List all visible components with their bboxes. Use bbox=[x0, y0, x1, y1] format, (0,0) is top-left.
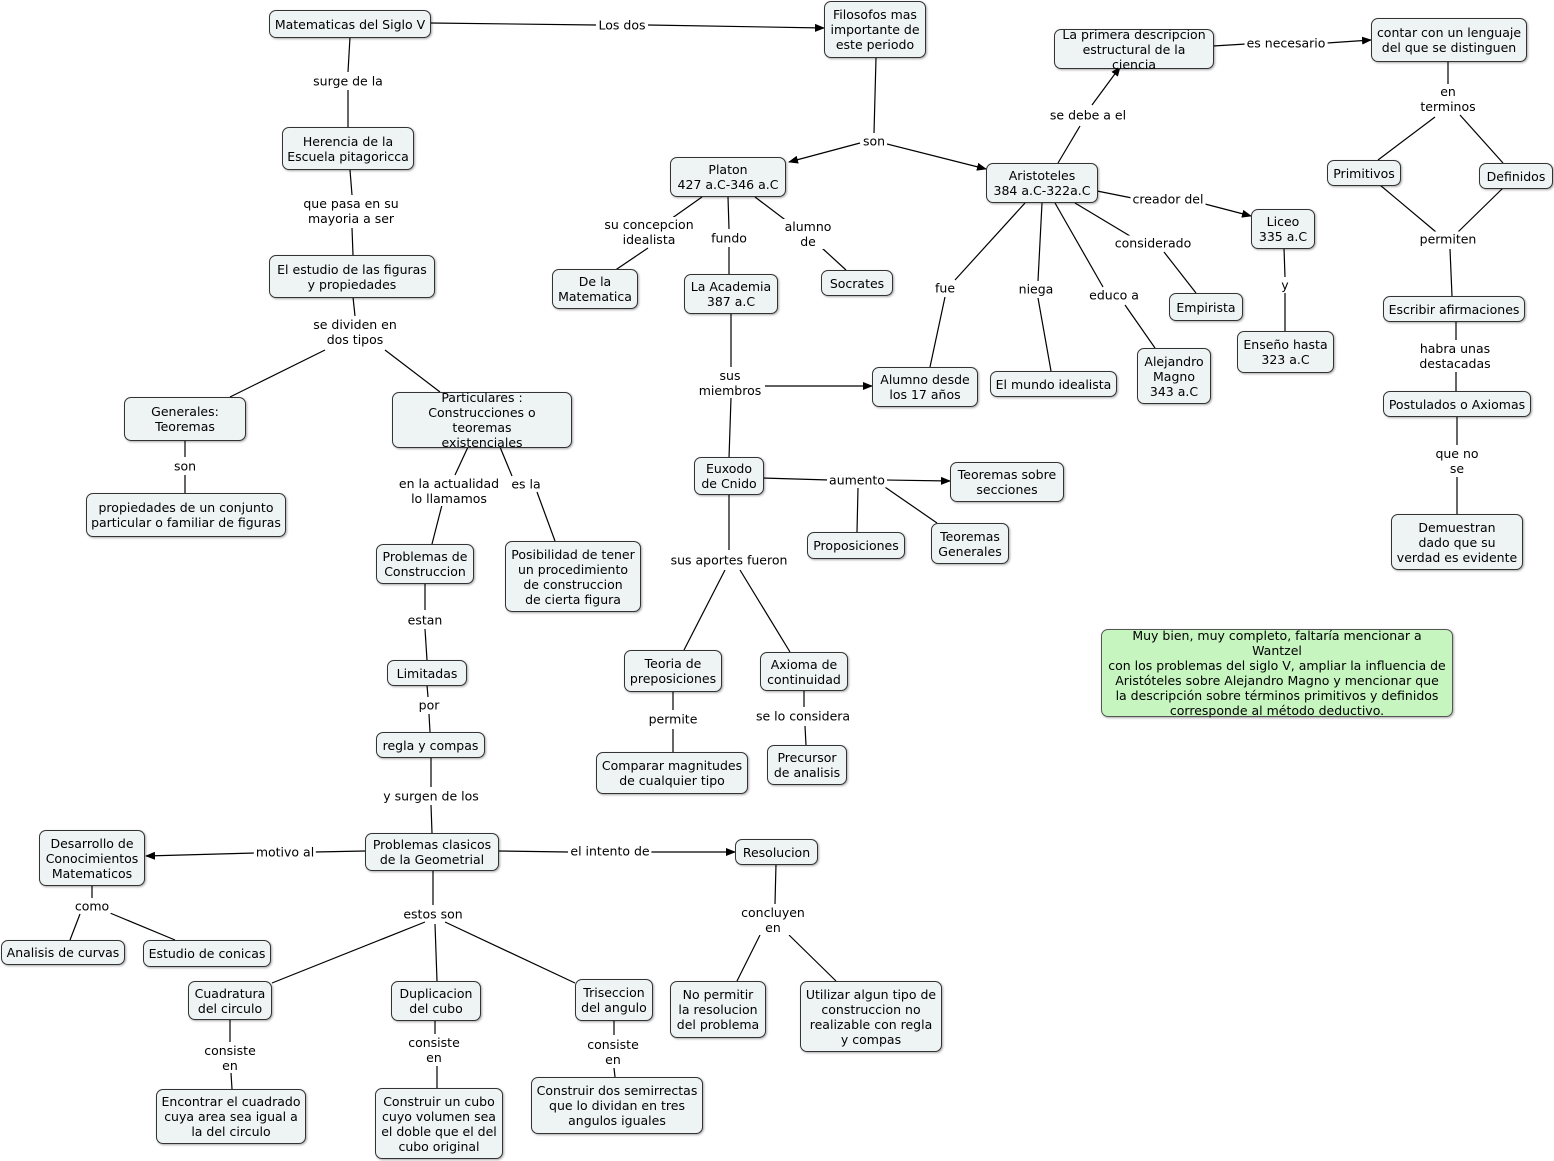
link-en-la-actualidad: en la actualidad lo llamamos bbox=[396, 476, 502, 506]
link-por: por bbox=[416, 697, 442, 713]
link-y-surgen: y surgen de los bbox=[381, 788, 481, 804]
link-estan: estan bbox=[405, 612, 445, 628]
concept-matematicas-siglo-v[interactable]: Matematicas del Siglo V bbox=[269, 10, 431, 38]
concept-mundo-idealista[interactable]: El mundo idealista bbox=[990, 371, 1117, 397]
concept-no-permitir[interactable]: No permitir la resolucion del problema bbox=[670, 981, 766, 1038]
concept-liceo[interactable]: Liceo 335 a.C bbox=[1251, 209, 1315, 249]
concept-semirrectas[interactable]: Construir dos semirrectas que lo dividan… bbox=[531, 1077, 703, 1134]
concept-demuestran[interactable]: Demuestran dado que su verdad es evident… bbox=[1391, 514, 1523, 570]
concept-proposiciones[interactable]: Proposiciones bbox=[807, 532, 905, 559]
link-consiste-en-1: consiste en bbox=[202, 1043, 258, 1073]
concept-euxodo[interactable]: Euxodo de Cnido bbox=[694, 457, 764, 495]
link-que-no-se: que no se bbox=[1433, 446, 1481, 476]
link-los-dos: Los dos bbox=[596, 17, 648, 33]
concept-estudio-conicas[interactable]: Estudio de conicas bbox=[143, 940, 271, 967]
concept-teoria-preposiciones[interactable]: Teoria de preposiciones bbox=[624, 650, 722, 692]
link-motivo-al: motivo al bbox=[253, 844, 317, 860]
link-es-necesario: es necesario bbox=[1244, 35, 1328, 51]
link-creador-del: creador del bbox=[1130, 191, 1206, 207]
concept-filosofos[interactable]: Filosofos mas importante de este periodo bbox=[824, 1, 926, 58]
concept-enseno[interactable]: Enseño hasta 323 a.C bbox=[1237, 331, 1334, 373]
concept-propiedades-conjunto[interactable]: propiedades de un conjunto particular o … bbox=[86, 493, 286, 537]
link-consiste-en-2: consiste en bbox=[406, 1035, 462, 1065]
link-fundo: fundo bbox=[709, 230, 749, 246]
concept-construir-cubo[interactable]: Construir un cubo cuyo volumen sea el do… bbox=[375, 1088, 503, 1159]
concept-cuadratura[interactable]: Cuadratura del circulo bbox=[188, 981, 272, 1020]
concept-problemas-clasicos[interactable]: Problemas clasicos de la Geometrial bbox=[365, 833, 499, 871]
link-sus-miembros: sus miembros bbox=[696, 368, 764, 398]
concept-platon[interactable]: Platon 427 a.C-346 a.C bbox=[670, 157, 786, 197]
link-son-filosofos: son bbox=[860, 133, 888, 149]
link-se-debe-a-el: se debe a el bbox=[1047, 107, 1129, 123]
link-habra-unas: habra unas destacadas bbox=[1417, 341, 1493, 371]
concept-escribir-afirmaciones[interactable]: Escribir afirmaciones bbox=[1383, 296, 1525, 322]
concept-de-la-matematica[interactable]: De la Matematica bbox=[552, 269, 638, 309]
concept-postulados-axiomas[interactable]: Postulados o Axiomas bbox=[1383, 391, 1531, 417]
concept-herencia-pitagorica[interactable]: Herencia de la Escuela pitagoricca bbox=[282, 127, 414, 170]
concept-alumno-17[interactable]: Alumno desde los 17 años bbox=[872, 367, 978, 407]
link-estos-son: estos son bbox=[401, 906, 465, 922]
concept-definidos[interactable]: Definidos bbox=[1479, 163, 1553, 189]
concept-empirista[interactable]: Empirista bbox=[1169, 293, 1243, 321]
link-en-terminos: en terminos bbox=[1418, 84, 1478, 114]
link-permite: permite bbox=[646, 711, 700, 727]
concept-particulares[interactable]: Particulares : Construcciones o teoremas… bbox=[392, 390, 572, 450]
concept-aristoteles[interactable]: Aristoteles 384 a.C-322a.C bbox=[986, 163, 1098, 203]
link-niega: niega bbox=[1016, 281, 1056, 297]
concept-estudio-figuras[interactable]: El estudio de las figuras y propiedades bbox=[269, 255, 435, 298]
concept-axioma-continuidad[interactable]: Axioma de continuidad bbox=[760, 652, 848, 691]
link-su-concepcion: su concepcion idealista bbox=[602, 217, 696, 247]
teacher-comment-note[interactable]: Muy bien, muy completo, faltaría mencion… bbox=[1101, 628, 1453, 718]
concept-posibilidad[interactable]: Posibilidad de tener un procedimiento de… bbox=[505, 541, 641, 612]
concept-desarrollo[interactable]: Desarrollo de Conocimientos Matematicos bbox=[39, 830, 145, 886]
concept-la-academia[interactable]: La Academia 387 a.C bbox=[684, 274, 778, 314]
link-sus-aportes: sus aportes fueron bbox=[668, 552, 790, 568]
concept-duplicacion[interactable]: Duplicacion del cubo bbox=[391, 981, 481, 1021]
link-y: y bbox=[1279, 277, 1291, 293]
link-son: son bbox=[171, 458, 199, 474]
concept-encontrar-cuadrado[interactable]: Encontrar el cuadrado cuya area sea igua… bbox=[156, 1089, 306, 1144]
link-consiste-en-3: consiste en bbox=[585, 1037, 641, 1067]
concept-primitivos[interactable]: Primitivos bbox=[1327, 160, 1401, 186]
link-alumno-de: alumno de bbox=[782, 219, 834, 249]
concept-problemas-construccion[interactable]: Problemas de Construccion bbox=[376, 544, 474, 584]
concept-contar-lenguaje[interactable]: contar con un lenguaje del que se distin… bbox=[1371, 18, 1527, 62]
concept-analisis-curvas[interactable]: Analisis de curvas bbox=[1, 940, 125, 965]
link-permiten: permiten bbox=[1417, 231, 1479, 247]
link-se-dividen: se dividen en dos tipos bbox=[311, 317, 399, 347]
concept-alejandro-magno[interactable]: Alejandro Magno 343 a.C bbox=[1137, 348, 1211, 404]
concept-teoremas-generales[interactable]: Teoremas Generales bbox=[931, 523, 1009, 564]
concept-regla-compas[interactable]: regla y compas bbox=[376, 732, 485, 758]
concept-limitadas[interactable]: Limitadas bbox=[387, 660, 467, 686]
link-considerado: considerado bbox=[1112, 235, 1194, 251]
link-es-la: es la bbox=[509, 476, 543, 492]
link-aumento: aumento bbox=[827, 472, 887, 488]
link-concluyen-en: concluyen en bbox=[739, 905, 807, 935]
link-como: como bbox=[72, 898, 112, 914]
link-el-intento-de: el intento de bbox=[568, 843, 652, 859]
concept-teoremas-secciones[interactable]: Teoremas sobre secciones bbox=[950, 462, 1064, 502]
concept-generales-teoremas[interactable]: Generales: Teoremas bbox=[124, 397, 246, 441]
concept-utilizar-construccion[interactable]: Utilizar algun tipo de construccion no r… bbox=[800, 981, 942, 1052]
link-fue: fue bbox=[932, 280, 958, 296]
link-educo-a: educo a bbox=[1087, 287, 1141, 303]
concept-comparar-magnitudes[interactable]: Comparar magnitudes de cualquier tipo bbox=[596, 752, 748, 794]
concept-primera-descripcion[interactable]: La primera descripcion estructural de la… bbox=[1054, 27, 1214, 72]
concept-resolucion[interactable]: Resolucion bbox=[735, 839, 818, 865]
link-que-pasa: que pasa en su mayoria a ser bbox=[301, 196, 401, 226]
link-surge-de-la: surge de la bbox=[311, 73, 385, 89]
concept-socrates[interactable]: Socrates bbox=[821, 270, 893, 296]
concept-precursor[interactable]: Precursor de analisis bbox=[767, 745, 847, 785]
link-se-lo-considera: se lo considera bbox=[753, 708, 853, 724]
concept-triseccion[interactable]: Triseccion del angulo bbox=[575, 979, 653, 1021]
